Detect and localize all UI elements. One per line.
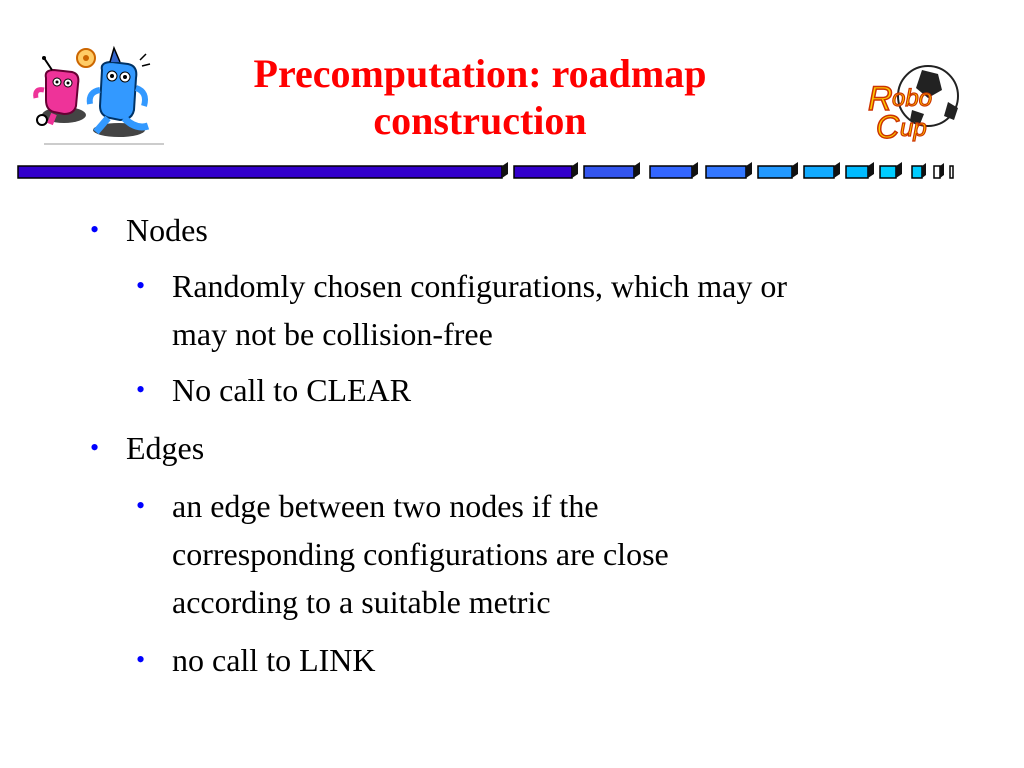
robocup-logo: R obo C up [867,65,959,146]
bullet-marker: • [136,375,146,404]
subbullet-no-clear: • No call to CLEAR [136,366,952,414]
bullet-nodes: • Nodes [90,206,946,254]
robocup-logo-obo: obo [892,85,932,112]
title-line-2: construction [373,98,587,143]
subbullet-random-configs-cont: may not be collision-free [172,310,952,358]
bullet-text: Randomly chosen configurations, which ma… [172,268,787,304]
bullet-marker: • [90,215,100,244]
bullet-text: corresponding configurations are close [172,536,669,572]
robocup-logo-r: R [868,80,893,118]
bullet-marker: • [136,645,146,674]
divider-segments [17,162,954,179]
subbullet-edge-between: • an edge between two nodes if the [136,482,952,530]
bullet-text: Nodes [126,212,208,248]
bullet-text: Edges [126,430,205,466]
bullet-text: No call to CLEAR [172,372,412,408]
bullet-edges: • Edges [90,424,946,472]
subbullet-edge-between-cont2: according to a suitable metric [172,578,952,626]
bullet-text: no call to LINK [172,642,376,678]
bullet-text: an edge between two nodes if the [172,488,599,524]
bullet-marker: • [90,433,100,462]
slide-title: Precomputation: roadmap construction [200,50,760,144]
bullet-text: according to a suitable metric [172,584,551,620]
robocup-logo-up: up [900,115,927,142]
bullet-marker: • [136,491,146,520]
subbullet-edge-between-cont1: corresponding configurations are close [172,530,952,578]
robocup-logo-c: C [876,109,900,145]
robots-soccer-logo [33,45,164,145]
subbullet-no-link: • no call to LINK [136,636,952,684]
title-line-1: Precomputation: roadmap [253,51,707,96]
subbullet-random-configs: • Randomly chosen configurations, which … [136,262,952,310]
bullet-text: may not be collision-free [172,316,493,352]
title-divider-bar [17,162,954,179]
bullet-marker: • [136,271,146,300]
